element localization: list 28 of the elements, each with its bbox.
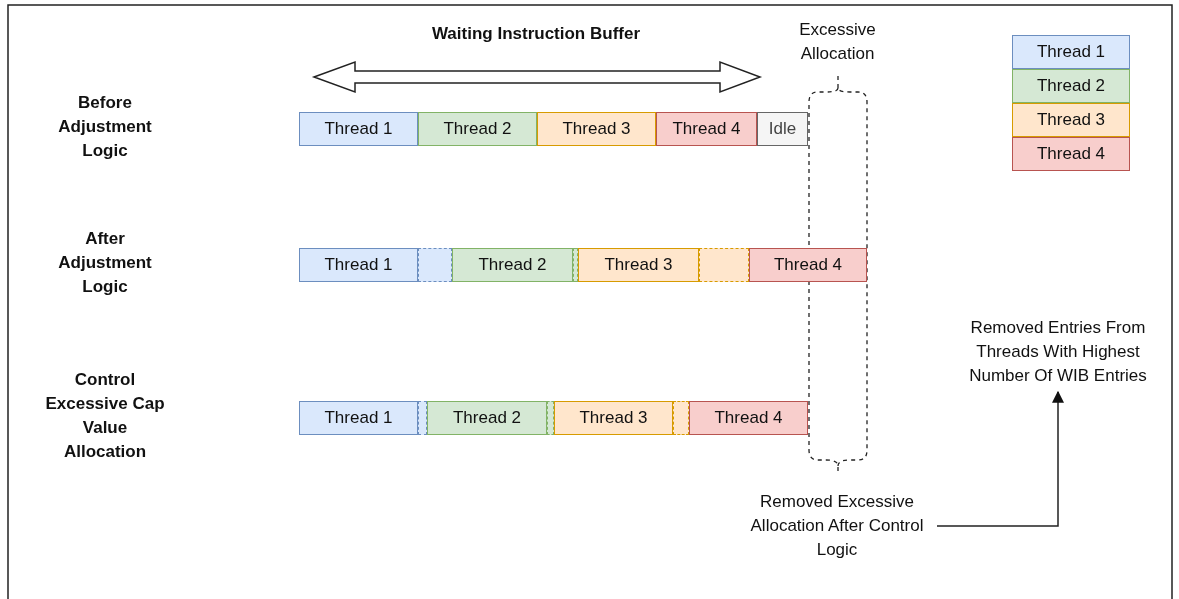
legend-swatch: Thread 2 (1012, 69, 1130, 103)
legend-swatch: Thread 4 (1012, 137, 1130, 171)
dimension-label: Waiting Instruction Buffer (430, 23, 642, 45)
bracket-label: Excessive Allocation (798, 19, 877, 65)
row-label: After Adjustment Logic (57, 228, 153, 298)
thread-segment: Thread 2 (427, 401, 547, 435)
thread-segment: Thread 1 (299, 401, 418, 435)
thread-segment: Thread 3 (554, 401, 673, 435)
thread-segment: Thread 3 (578, 248, 699, 282)
row-label: Before Adjustment Logic (57, 92, 153, 162)
legend-swatch: Thread 1 (1012, 35, 1130, 69)
annotation-text: Removed Excessive Allocation After Control Logic (732, 490, 942, 562)
legend-swatch: Thread 3 (1012, 103, 1130, 137)
thread-segment: Thread 4 (656, 112, 757, 146)
thread-segment: Thread 1 (299, 248, 418, 282)
arrow (936, 390, 1064, 527)
thread-segment: Thread 2 (452, 248, 573, 282)
annotation-text: Removed Entries From Threads With Highest Number Of WIB Entries (963, 316, 1153, 388)
thread-segment: Thread 1 (299, 112, 418, 146)
row-label: Control Excessive Cap Value Allocation (44, 369, 166, 463)
thread-segment: Thread 4 (689, 401, 808, 435)
thread-segment: Thread 2 (418, 112, 537, 146)
empty-segment (673, 401, 689, 435)
thread-segment: Idle (757, 112, 808, 146)
empty-segment (418, 401, 427, 435)
empty-segment (547, 401, 554, 435)
thread-segment: Thread 3 (537, 112, 656, 146)
thread-segment: Thread 4 (749, 248, 867, 282)
